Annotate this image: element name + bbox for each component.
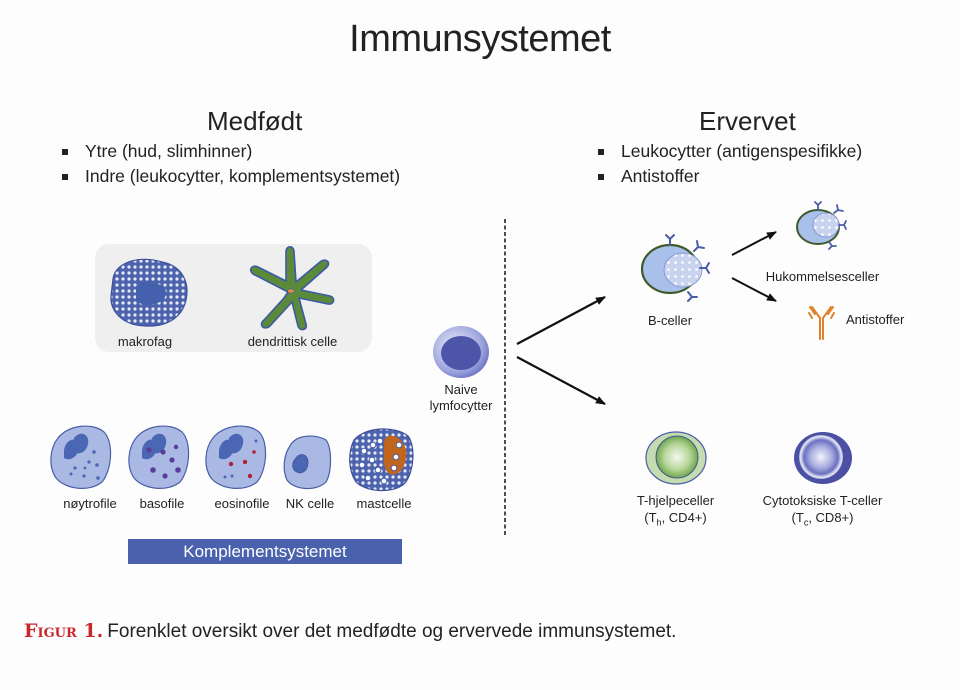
innate-bullet: Indre (leukocytter, komplementsystemet)	[62, 164, 400, 189]
arrow-to-t-cells	[516, 356, 606, 405]
memory-cells-label: Hukommelsesceller	[765, 269, 880, 284]
bullet-icon	[598, 173, 604, 180]
naive-lymphocyte-label: Naive lymfocytter	[429, 382, 493, 413]
basophil-label: basofile	[139, 496, 185, 511]
innate-bullet: Ytre (hud, slimhinner)	[62, 139, 400, 164]
adaptive-bullet: Antistoffer	[598, 164, 862, 189]
bullet-icon	[598, 148, 604, 155]
b-cell-icon	[640, 234, 710, 302]
basophil-icon	[128, 425, 190, 489]
adaptive-bullets: Leukocytter (antigenspesifikke) Antistof…	[598, 139, 862, 189]
antibody-icon	[808, 306, 835, 340]
neutrophil-icon	[50, 425, 112, 489]
memory-cell-icon	[796, 201, 847, 250]
t-helper-cell-icon	[645, 431, 707, 485]
dendritic-cell-icon	[250, 245, 335, 331]
t-helper-label: T-hjelpeceller (Th, CD4+)	[636, 493, 715, 528]
adaptive-heading: Ervervet	[699, 106, 796, 136]
eosinophil-icon	[205, 425, 267, 489]
arrow-to-antibodies	[731, 277, 777, 302]
nk-cell-icon	[283, 435, 332, 490]
mast-cell-icon	[349, 428, 414, 492]
figure-caption: Figur 1.Forenklet oversikt over det medf…	[24, 620, 676, 643]
nk-cell-label: NK celle	[285, 496, 335, 511]
t-cytotoxic-cell-icon	[794, 432, 852, 484]
caption-text: Forenklet oversikt over det medfødte og …	[107, 621, 677, 642]
macrophage-label: makrofag	[117, 334, 173, 349]
neutrophil-label: nøytrofile	[63, 496, 117, 511]
adaptive-bullet: Leukocytter (antigenspesifikke)	[598, 139, 862, 164]
naive-lymphocyte-icon	[433, 326, 489, 378]
figure-number: Figur 1.	[24, 620, 104, 642]
mast-cell-label: mastcelle	[356, 496, 412, 511]
innate-bullets: Ytre (hud, slimhinner) Indre (leukocytte…	[62, 139, 400, 189]
t-cytotoxic-label: Cytotoksiske T-celler (Tc, CD8+)	[762, 493, 883, 528]
arrow-to-memory-cells	[731, 231, 777, 256]
complement-system-bar: Komplementsystemet	[128, 539, 402, 564]
diagram-title: Immunsystemet	[349, 18, 611, 60]
dendritic-cell-label: dendrittisk celle	[247, 334, 338, 349]
eosinophil-label: eosinofile	[214, 496, 270, 511]
antibodies-label: Antistoffer	[846, 312, 905, 327]
arrow-to-b-cells	[516, 296, 606, 345]
innate-heading: Medfødt	[207, 106, 303, 136]
bullet-icon	[62, 173, 68, 180]
b-cells-label: B-celler	[647, 313, 693, 328]
bullet-icon	[62, 148, 68, 155]
macrophage-icon	[110, 258, 188, 327]
